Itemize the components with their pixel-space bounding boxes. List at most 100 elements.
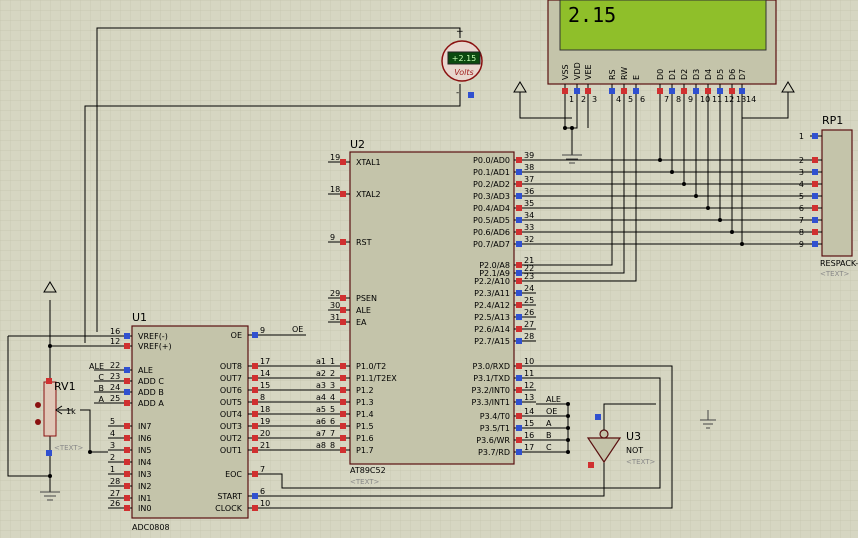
u1-pin-num: 16 (110, 327, 120, 336)
lcd-pin-num: 5 (628, 95, 633, 104)
u2-pin-num: 11 (524, 369, 534, 378)
u2-pin-label: P3.6/WR (476, 436, 510, 445)
u2-pin-label: P3.1/TXD (473, 374, 510, 383)
u2-pin-label: P3.5/T1 (480, 424, 510, 433)
u1-pin-label: OUT2 (220, 434, 242, 443)
u1-pin-num: 22 (110, 361, 120, 370)
u1-ref: U1 (132, 311, 147, 324)
u2-pin-num: 29 (330, 289, 340, 298)
u2-pin-label: P1.5 (356, 422, 374, 431)
u1-pin-num: 2 (110, 453, 115, 462)
u2-pin-label: P0.5/AD5 (473, 216, 510, 225)
u2-pin-num: 1 (330, 357, 335, 366)
u2-pin-num: 2 (330, 369, 335, 378)
u2-pin-label: P3.3/INT1 (471, 398, 510, 407)
lcd-pin-num: 9 (688, 95, 693, 104)
lcd-pin-num: 7 (664, 95, 669, 104)
u2-pin-label: XTAL1 (356, 158, 381, 167)
net-label-bus: a7 (316, 429, 326, 438)
u1-pin-num: 7 (260, 465, 265, 474)
u3-not-gate[interactable]: U3 NOT <TEXT> (586, 414, 656, 468)
u1-part: ADC0808 (132, 523, 170, 532)
u2-pin-label: PSEN (356, 294, 377, 303)
u2-pin-num: 39 (524, 151, 534, 160)
u2-pin-label: P0.0/AD0 (473, 156, 510, 165)
u2-pin-num: 19 (330, 153, 340, 162)
u2-pin-label: P3.4/T0 (480, 412, 510, 421)
u1-pin-label: IN0 (138, 504, 151, 513)
u2-pin-label: EA (356, 318, 367, 327)
u2-pin-num: 35 (524, 199, 534, 208)
net-label-p3: ALE (546, 395, 561, 404)
lcd-pin-label: D4 (704, 69, 713, 80)
u1-adc[interactable]: U1 ADC0808 (131, 311, 249, 532)
u1-pin-label: OUT3 (220, 422, 242, 431)
u1-pin-label: IN6 (138, 434, 151, 443)
u2-pin-label: P1.7 (356, 446, 374, 455)
lcd-pin-label: D7 (738, 69, 747, 80)
lcd-pin-num: 12 (724, 95, 734, 104)
u1-pin-label: IN2 (138, 482, 151, 491)
u2-pin-label: P1.1/T2EX (356, 374, 397, 383)
u2-pin-label: P1.0/T2 (356, 362, 386, 371)
rp1-pin-num: 5 (799, 192, 804, 201)
u2-pin-label: P2.2/A10 (474, 277, 510, 286)
u1-pin-num: 20 (260, 429, 270, 438)
u2-pin-num: 36 (524, 187, 534, 196)
u2-pin-label: P3.2/INT0 (471, 386, 510, 395)
u1-pin-label: ADD C (138, 377, 164, 386)
rv1-potentiometer[interactable]: RV1 1k <TEXT> (35, 378, 84, 456)
rp1-resistor-pack[interactable]: RP1 RESPACK-8 <TEXT> (820, 114, 858, 278)
u1-pin-num: 15 (260, 381, 270, 390)
u2-pin-label: P0.2/AD2 (473, 180, 510, 189)
u1-pin-label: CLOCK (215, 504, 243, 513)
u1-pin-label: ADD B (138, 388, 164, 397)
rv1-text: <TEXT> (54, 444, 84, 452)
net-label-p3: OE (546, 407, 557, 416)
u2-pin-label: ALE (356, 306, 371, 315)
u2-pin-num: 16 (524, 431, 534, 440)
net-label-bus: a6 (316, 417, 326, 426)
lcd-pin-num: 6 (640, 95, 645, 104)
u2-pin-label: XTAL2 (356, 190, 381, 199)
u1-pin-label: EOC (225, 470, 242, 479)
net-label-bus: a3 (316, 381, 326, 390)
u1-pin-label: OUT6 (220, 386, 242, 395)
u1-pin-label: OE (231, 331, 242, 340)
voltmeter[interactable]: +2.15 Volts + - (441, 27, 483, 98)
u1-pin-label: IN1 (138, 494, 151, 503)
u2-pin-label: P3.7/RD (478, 448, 510, 457)
u1-pin-num: 10 (260, 499, 270, 508)
u1-pin-num: 6 (260, 487, 265, 496)
u1-pin-label: OUT4 (220, 410, 242, 419)
u1-pin-num: 24 (110, 383, 120, 392)
rv1-value: 1k (66, 407, 76, 416)
net-label-adc: B (99, 384, 105, 393)
u1-pin-num: 26 (110, 499, 120, 508)
lcd-module[interactable]: 2.15 (547, 0, 777, 85)
u2-pin-num: 18 (330, 185, 340, 194)
lcd-pin-label: D6 (728, 69, 737, 80)
u2-pin-label: P0.1/AD1 (473, 168, 510, 177)
u2-pin-num: 13 (524, 393, 534, 402)
u2-pin-num: 25 (524, 296, 534, 305)
u2-ref: U2 (350, 138, 365, 151)
u2-pin-num: 22 (524, 264, 534, 273)
u2-part: AT89C52 (350, 466, 386, 475)
u2-pin-num: 27 (524, 320, 534, 329)
u1-pin-num: 12 (110, 337, 120, 346)
voltmeter-reading: +2.15 (452, 54, 477, 63)
u2-pin-num: 15 (524, 419, 534, 428)
u2-microcontroller[interactable]: U2 AT89C52 <TEXT> (349, 138, 515, 486)
rp1-pin-num: 3 (799, 168, 804, 177)
u1-pin-num: 25 (110, 394, 120, 403)
net-label-adc: A (99, 395, 105, 404)
u1-pin-label: VREF(+) (138, 342, 172, 351)
u1-pin-num: 1 (110, 465, 115, 474)
u2-pin-label: P2.4/A12 (474, 301, 510, 310)
u2-pin-num: 37 (524, 175, 534, 184)
u2-pin-num: 24 (524, 284, 534, 293)
